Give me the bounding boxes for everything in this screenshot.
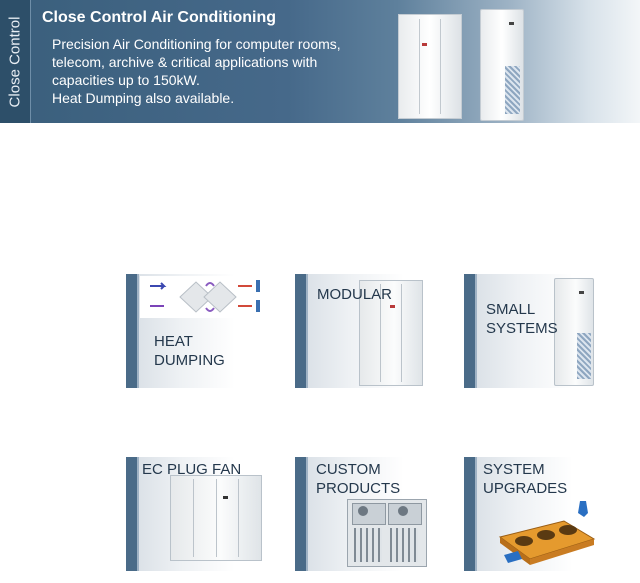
modular-tile[interactable]: MODULAR (295, 274, 431, 388)
tile-label-line: HEAT (154, 333, 193, 350)
tile-label-line: CUSTOM (316, 461, 381, 478)
system-upgrade-image (494, 497, 598, 567)
tile-stripe (126, 274, 139, 388)
modular-unit-image (359, 280, 423, 386)
tile-stripe (464, 457, 477, 571)
banner-description: Precision Air Conditioning for computer … (52, 35, 352, 107)
close-control-banner: Close Control Close Control Air Conditio… (0, 0, 640, 123)
banner-description-line: Precision Air Conditioning for computer … (52, 36, 341, 52)
tile-stripe (464, 274, 477, 388)
tile-label-line: SYSTEM (483, 461, 545, 478)
side-tab-label: Close Control (6, 16, 24, 108)
banner-description-line: Heat Dumping also available. (52, 90, 235, 106)
heat-dumping-tile[interactable]: HEAT DUMPING (126, 274, 262, 388)
banner-description-line: telecom, archive & critical applications… (52, 54, 318, 70)
heat-dumping-diagram-image (140, 276, 262, 318)
tile-label: SYSTEM UPGRADES (483, 460, 567, 498)
banner-description-line: capacities up to 150kW. (52, 72, 200, 88)
tile-label-line: SYSTEMS (486, 320, 558, 337)
small-system-unit-image (554, 278, 594, 386)
side-tab[interactable]: Close Control (0, 0, 31, 123)
large-ac-unit-image (398, 14, 462, 119)
tile-stripe (295, 457, 308, 571)
tile-label-line: SMALL (486, 301, 536, 318)
tile-label: EC PLUG FAN (142, 460, 241, 479)
custom-products-tile[interactable]: CUSTOM PRODUCTS (295, 457, 431, 571)
small-systems-tile[interactable]: SMALL SYSTEMS (464, 274, 600, 388)
tile-label-line: UPGRADES (483, 480, 568, 497)
tile-label-line: PRODUCTS (316, 480, 401, 497)
tile-label-line: MODULAR (317, 286, 393, 303)
small-ac-unit-image (480, 9, 524, 121)
tile-label: CUSTOM PRODUCTS (316, 460, 400, 498)
tile-label: MODULAR (317, 285, 392, 304)
tile-stripe (295, 274, 308, 388)
tile-label: HEAT DUMPING (154, 332, 225, 370)
ec-plug-fan-tile[interactable]: EC PLUG FAN (126, 457, 262, 571)
tile-stripe (126, 457, 139, 571)
tile-label-line: DUMPING (154, 352, 225, 369)
ec-plug-fan-unit-image (170, 475, 262, 561)
system-upgrades-tile[interactable]: SYSTEM UPGRADES (464, 457, 600, 571)
tile-label-line: EC PLUG FAN (142, 461, 242, 478)
tile-label: SMALL SYSTEMS (486, 300, 558, 338)
banner-title: Close Control Air Conditioning (42, 9, 277, 26)
custom-product-image (347, 499, 427, 567)
